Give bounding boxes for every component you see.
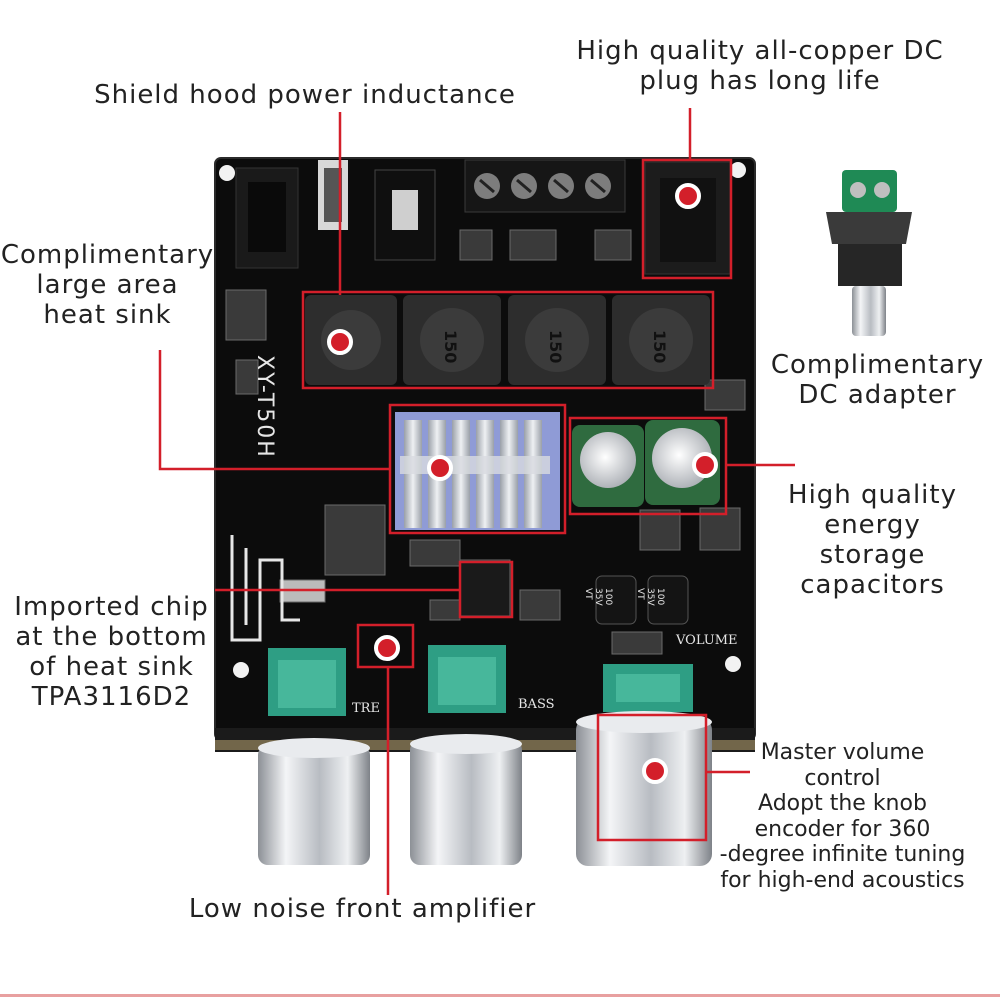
volume-silkscreen: VOLUME: [675, 633, 738, 648]
bluetooth-antenna-icon: [230, 535, 300, 642]
preamp-label: Low noise front amplifier: [188, 894, 537, 924]
smd-components: [225, 229, 746, 655]
callout-dot-icon: [692, 452, 718, 478]
dc-adapter-icon: [826, 170, 912, 336]
capacitors-label: High quality energy storage capacitors: [788, 480, 957, 601]
tre-silkscreen: TRE: [352, 701, 380, 716]
callout-dot-icon: [374, 635, 400, 661]
volume-knob: [576, 711, 712, 866]
chip-label: Imported chip at the bottom of heat sink…: [14, 592, 209, 713]
callout-dot-icon: [642, 758, 668, 784]
energy-storage-capacitors: [572, 420, 720, 507]
heat-sink: [395, 412, 560, 530]
audio-jack: [235, 167, 299, 269]
volume-control-label: Master volume control Adopt the knob enc…: [719, 740, 966, 893]
callout-dots: [327, 183, 718, 784]
inductor-value: 150: [546, 330, 565, 363]
callout-lines: [158, 108, 795, 895]
bass-silkscreen: BASS: [518, 697, 555, 712]
bass-knob: [410, 734, 522, 865]
cap-rating: 10035VVT: [635, 588, 665, 606]
dc-plug-label: High quality all-copper DC plug has long…: [576, 36, 944, 97]
dc-jack: [644, 161, 731, 275]
inductor-value: 150: [441, 330, 460, 363]
inductor-value: 150: [650, 330, 669, 363]
bottom-divider: [0, 994, 1000, 997]
model-silkscreen: XY-T50H: [252, 355, 277, 459]
treble-knob: [258, 738, 370, 865]
inductance-label: Shield hood power inductance: [94, 80, 516, 110]
switch: [374, 169, 436, 261]
usb-port: [318, 160, 348, 230]
speaker-terminal-block: [464, 159, 626, 213]
cap-rating: 10035VVT: [583, 588, 613, 606]
small-capacitors: 10035VVT 10035VVT: [583, 575, 689, 625]
callout-dot-icon: [675, 183, 701, 209]
callout-dot-icon: [327, 329, 353, 355]
potentiometers: [268, 645, 693, 716]
heat-sink-label: Complimentary large area heat sink: [0, 240, 215, 331]
adapter-label: Complimentary DC adapter: [770, 350, 985, 411]
callout-dot-icon: [427, 455, 453, 481]
